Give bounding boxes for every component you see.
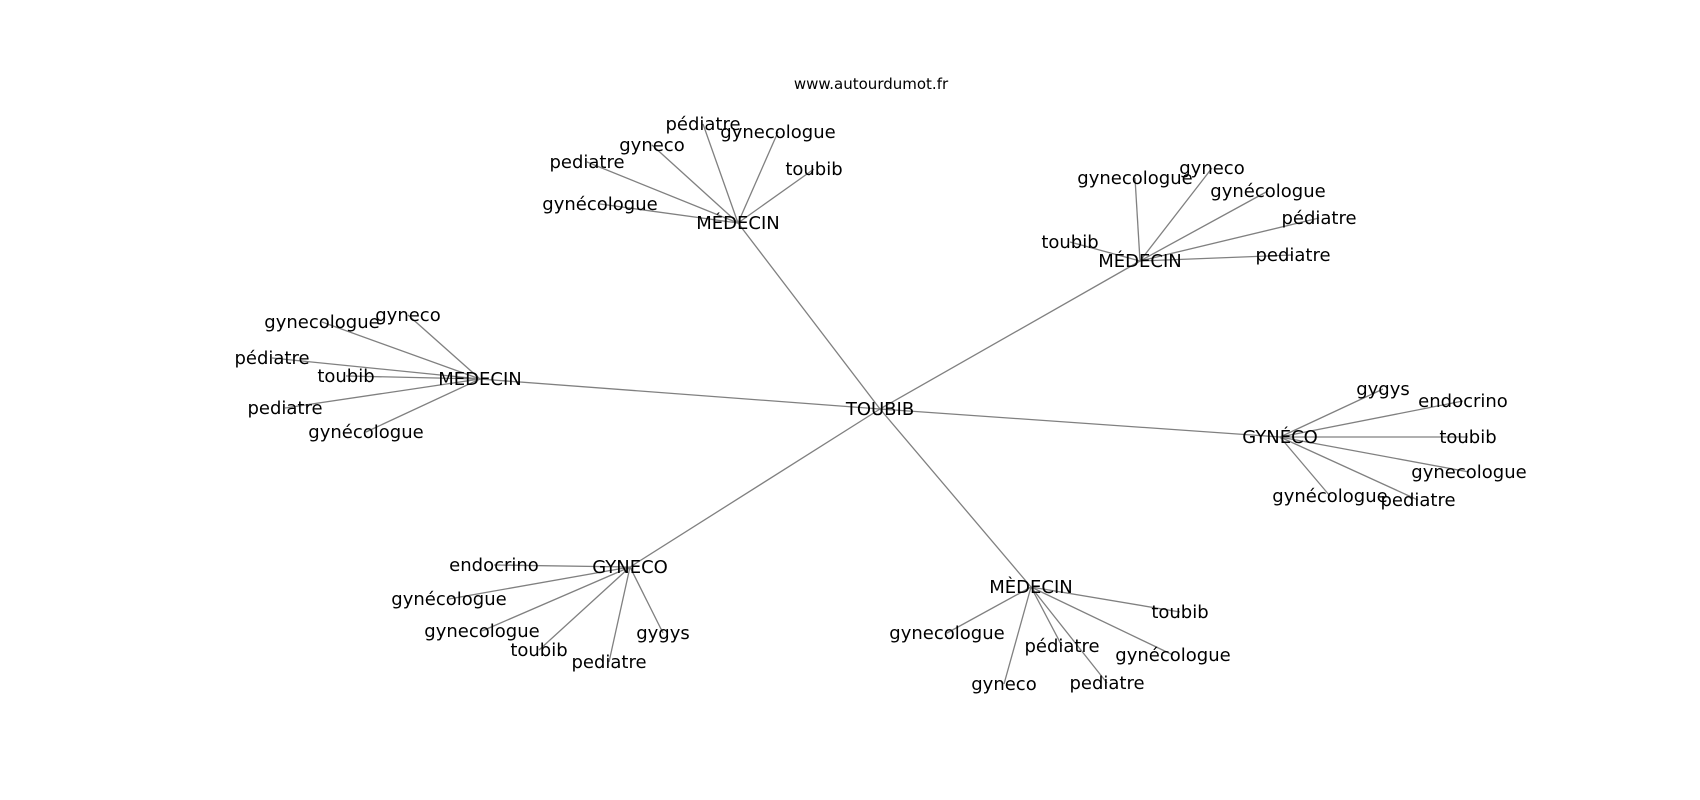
leaf-node[interactable]: gynécologue [1115, 645, 1230, 666]
edge-hub-leaf [1139, 254, 1294, 262]
leaf-node[interactable]: gynécologue [391, 589, 506, 610]
leaf-node[interactable]: gynecologue [889, 623, 1004, 644]
hub-node[interactable]: MÈDECIN [989, 576, 1072, 598]
leaf-node[interactable]: gygys [636, 623, 690, 644]
edge-hub-leaf [946, 586, 1032, 634]
edge-hub-leaf [702, 123, 739, 224]
edge-hub-leaf [1030, 586, 1174, 656]
leaf-node[interactable]: gynécologue [542, 194, 657, 215]
edge-hub-leaf [1139, 167, 1213, 262]
edge-hub-leaf [1003, 586, 1032, 685]
edge-center-hub [479, 378, 881, 410]
leaf-node[interactable]: gyneco [1179, 158, 1244, 179]
leaf-node[interactable]: pediatre [1255, 245, 1330, 266]
edge-hub-leaf [1279, 436, 1470, 473]
leaf-node[interactable]: gynecologue [1077, 168, 1192, 189]
leaf-node[interactable]: pediatre [1069, 673, 1144, 694]
leaf-node[interactable]: gyneco [375, 305, 440, 326]
edge-hub-leaf [1030, 586, 1063, 647]
edge-hub-leaf [271, 357, 481, 380]
edge-hub-leaf [538, 566, 631, 651]
leaf-node[interactable]: gynecologue [424, 621, 539, 642]
leaf-node[interactable]: endocrino [1418, 391, 1508, 412]
leaf-node[interactable]: toubib [785, 159, 842, 180]
leaf-node[interactable]: gynécologue [308, 422, 423, 443]
edge-hub-leaf [1279, 436, 1331, 497]
edge-hub-leaf [586, 161, 739, 224]
edge-hub-leaf [629, 566, 664, 634]
edge-center-hub [629, 408, 881, 568]
leaf-node[interactable]: toubib [1151, 602, 1208, 623]
edge-hub-leaf [608, 566, 631, 663]
edge-hub-leaf [1030, 586, 1181, 613]
edge-hub-leaf [1279, 388, 1384, 438]
edge-hub-leaf [1134, 177, 1141, 262]
leaf-node[interactable]: pediatre [247, 398, 322, 419]
leaf-node[interactable]: pédiatre [1281, 208, 1356, 229]
edge-hub-leaf [737, 168, 815, 224]
edge-hub-leaf [365, 378, 481, 433]
leaf-node[interactable]: pediatre [1380, 490, 1455, 511]
leaf-node[interactable]: gynecologue [264, 312, 379, 333]
leaf-node[interactable]: endocrino [449, 555, 539, 576]
edge-hub-leaf [1279, 400, 1464, 438]
leaf-node[interactable]: gynecologue [720, 122, 835, 143]
hub-node[interactable]: GYNÉCO [1242, 426, 1318, 448]
edge-hub-leaf [1139, 217, 1320, 262]
hub-node[interactable]: MÉDECIN [1098, 250, 1181, 272]
leaf-node[interactable]: pédiatre [234, 348, 309, 369]
hub-node[interactable]: MEDECIN [438, 369, 521, 390]
leaf-node[interactable]: toubib [1439, 427, 1496, 448]
edge-hub-leaf [737, 131, 779, 224]
leaf-node[interactable]: gyneco [971, 674, 1036, 695]
edge-hub-leaf [407, 314, 481, 380]
leaf-node[interactable]: toubib [1041, 232, 1098, 253]
edge-hub-leaf [448, 566, 631, 600]
leaf-node[interactable]: gynécologue [1272, 486, 1387, 507]
edge-hub-leaf [1069, 241, 1141, 262]
edge-center-hub [879, 260, 1141, 410]
leaf-node[interactable]: toubib [317, 366, 374, 387]
edge-center-hub [737, 222, 881, 410]
edge-hub-leaf [345, 375, 481, 380]
graph-edges [271, 123, 1470, 685]
graph-labels: TOUBIBMÉDECINpédiatregynecologuegynecope… [234, 114, 1526, 695]
edge-hub-leaf [284, 378, 481, 409]
edge-hub-leaf [1030, 586, 1108, 684]
leaf-node[interactable]: toubib [510, 640, 567, 661]
edge-center-hub [879, 408, 1281, 438]
leaf-node[interactable]: pediatre [571, 652, 646, 673]
leaf-node[interactable]: pédiatre [1024, 636, 1099, 657]
leaf-node[interactable]: pédiatre [665, 114, 740, 135]
leaf-node[interactable]: gyneco [619, 135, 684, 156]
edge-hub-leaf [1139, 190, 1269, 262]
leaf-node[interactable]: gygys [1356, 379, 1410, 400]
site-url[interactable]: www.autourdumot.fr [794, 75, 949, 93]
edge-hub-leaf [599, 203, 739, 224]
hub-node[interactable]: GYNECO [592, 557, 668, 578]
leaf-node[interactable]: pediatre [549, 152, 624, 173]
hub-node[interactable]: MÉDECIN [696, 212, 779, 234]
edge-hub-leaf [651, 144, 739, 224]
center-node[interactable]: TOUBIB [845, 399, 914, 420]
edge-center-hub [879, 408, 1032, 588]
leaf-node[interactable]: gynécologue [1210, 181, 1325, 202]
edge-hub-leaf [481, 566, 631, 632]
leaf-node[interactable]: gynecologue [1411, 462, 1526, 483]
edge-hub-leaf [1279, 436, 1419, 501]
edge-hub-leaf [321, 321, 481, 380]
edge-hub-leaf [493, 564, 631, 568]
